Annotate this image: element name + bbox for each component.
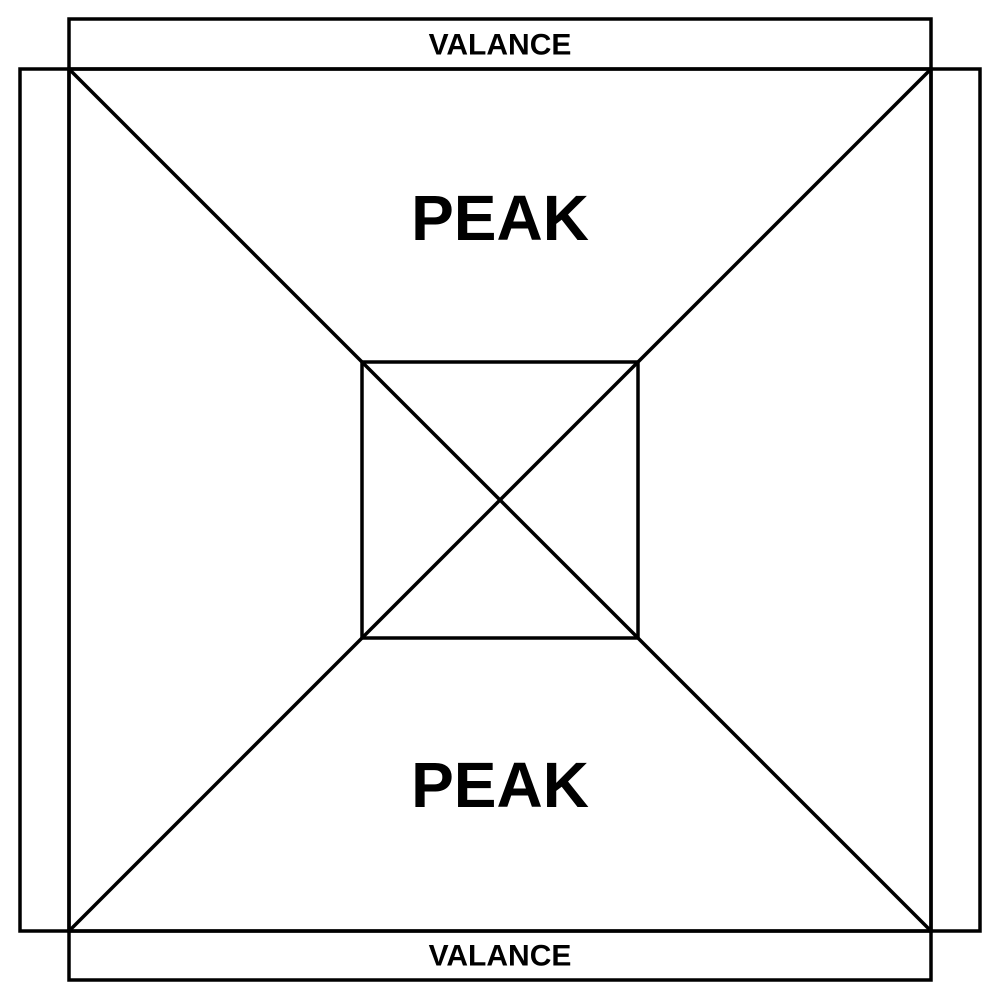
peak-center-square <box>360 360 640 640</box>
peak-top-label: PEAK <box>411 182 589 254</box>
diagonal-top-right-to-bottom-left <box>66 66 934 934</box>
peak-bottom-label: PEAK <box>411 749 589 821</box>
valance-bottom-label: VALANCE <box>429 940 572 973</box>
valance-left-panel <box>18 67 71 933</box>
valance-top-label: VALANCE <box>429 29 572 62</box>
canopy-outer-square <box>67 67 933 933</box>
valance-right-panel <box>929 67 982 933</box>
